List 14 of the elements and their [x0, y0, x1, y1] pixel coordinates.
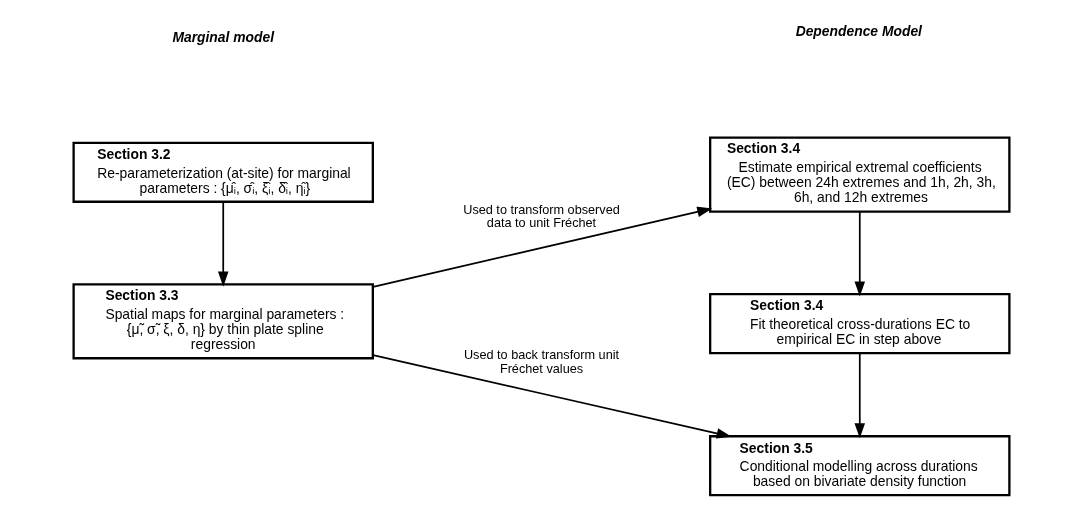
arrow [217, 201, 229, 287]
node-box: Section 3.3 Spatial maps for marginal parameters : {μ̃, σ̃, ξ, δ, η} by thin plate spline regression [72, 283, 374, 360]
edge-label: Used to transform observed data to unit Fréchet [463, 202, 620, 231]
arrow [372, 354, 732, 439]
arrow [854, 211, 866, 297]
node-box: Section 3.4 Estimate empirical extremal coefficients (EC) between 24h extremes and 1h, 2h, 3h, 6h, and 12h extremes [709, 136, 1011, 213]
arrow [372, 206, 713, 288]
label: Dependence Model [795, 23, 922, 40]
edge-label: Used to back transform unit Fréchet values [463, 348, 620, 377]
node-box: Section 3.2 Re-parameterization (at-site) for marginal parameters : {μ̂ᵢ, σ̂ᵢ, ξ̂ᵢ, δ̂ᵢ, η̂ᵢ} [72, 141, 374, 203]
label: Marginal model [172, 28, 275, 45]
node-box: Section 3.4 Fit theoretical cross-durations EC to empirical EC in step above [709, 293, 1011, 355]
arrow [854, 352, 866, 439]
node-box: Section 3.5 Conditional modelling across durations based on bivariate density function [709, 435, 1011, 497]
